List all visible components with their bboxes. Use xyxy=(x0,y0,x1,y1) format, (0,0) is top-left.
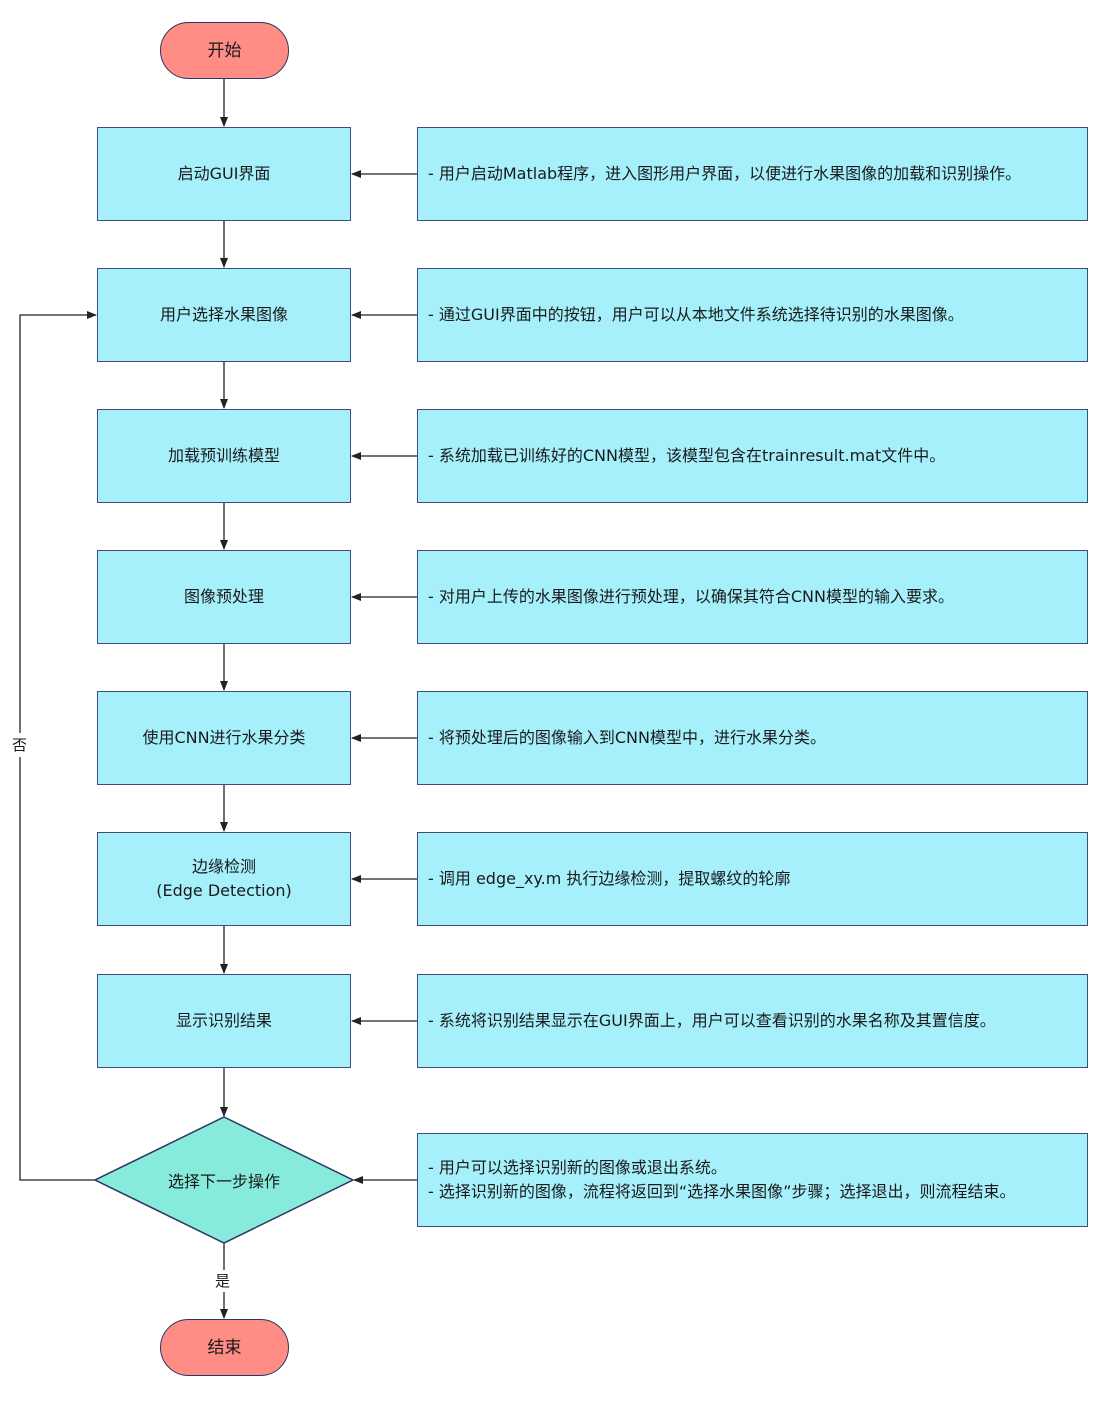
step-label: 图像预处理 xyxy=(183,587,264,606)
note-text: - 对用户上传的水果图像进行预处理，以确保其符合CNN模型的输入要求。 xyxy=(428,587,954,606)
step-label: 用户选择水果图像 xyxy=(159,305,288,324)
step-label: 加载预训练模型 xyxy=(167,446,280,465)
end-terminal: 结束 xyxy=(160,1319,289,1376)
step-edge-detection: 边缘检测 (Edge Detection) xyxy=(97,832,351,926)
note-text: - 调用 edge_xy.m 执行边缘检测，提取螺纹的轮廓 xyxy=(428,869,791,888)
no-branch-label: 否 xyxy=(12,736,28,754)
start-label: 开始 xyxy=(207,40,242,61)
step-cnn-classify: 使用CNN进行水果分类 xyxy=(97,691,351,785)
note-load-model: - 系统加载已训练好的CNN模型，该模型包含在trainresult.mat文件… xyxy=(417,409,1088,503)
step-label-line2: (Edge Detection) xyxy=(156,881,292,900)
note-line: - 用户可以选择识别新的图像或退出系统。 xyxy=(428,1158,727,1177)
note-text: - 用户启动Matlab程序，进入图形用户界面，以便进行水果图像的加载和识别操作… xyxy=(428,164,1022,183)
step-launch-gui: 启动GUI界面 xyxy=(97,127,351,221)
decision-diamond xyxy=(93,1116,355,1244)
note-text: - 将预处理后的图像输入到CNN模型中，进行水果分类。 xyxy=(428,728,826,747)
step-label: 边缘检测 xyxy=(191,857,256,876)
line-decision-no-loop-lower xyxy=(19,757,95,1181)
note-select-image: - 通过GUI界面中的按钮，用户可以从本地文件系统选择待识别的水果图像。 xyxy=(417,268,1088,362)
step-preprocess: 图像预处理 xyxy=(97,550,351,644)
arrow-decision-no-loop-to-step2 xyxy=(19,311,97,733)
step-select-image: 用户选择水果图像 xyxy=(97,268,351,362)
start-terminal: 开始 xyxy=(160,22,289,79)
note-cnn-classify: - 将预处理后的图像输入到CNN模型中，进行水果分类。 xyxy=(417,691,1088,785)
step-show-result: 显示识别结果 xyxy=(97,974,351,1068)
note-text: - 通过GUI界面中的按钮，用户可以从本地文件系统选择待识别的水果图像。 xyxy=(428,305,964,324)
note-line: - 选择识别新的图像，流程将返回到“选择水果图像”步骤；选择退出，则流程结束。 xyxy=(428,1182,1016,1201)
step-load-model: 加载预训练模型 xyxy=(97,409,351,503)
step-label: 显示识别结果 xyxy=(175,1011,272,1030)
note-show-result: - 系统将识别结果显示在GUI界面上，用户可以查看识别的水果名称及其置信度。 xyxy=(417,974,1088,1068)
yes-branch-label: 是 xyxy=(215,1272,231,1290)
step-label: 使用CNN进行水果分类 xyxy=(142,728,306,747)
note-text: - 系统将识别结果显示在GUI界面上，用户可以查看识别的水果名称及其置信度。 xyxy=(428,1011,996,1030)
note-decision: - 用户可以选择识别新的图像或退出系统。 - 选择识别新的图像，流程将返回到“选… xyxy=(417,1133,1088,1227)
note-edge-detection: - 调用 edge_xy.m 执行边缘检测，提取螺纹的轮廓 xyxy=(417,832,1088,926)
step-label: 启动GUI界面 xyxy=(177,164,271,183)
note-text: - 系统加载已训练好的CNN模型，该模型包含在trainresult.mat文件… xyxy=(428,446,946,465)
decision-label: 选择下一步操作 xyxy=(167,1172,280,1191)
note-launch-gui: - 用户启动Matlab程序，进入图形用户界面，以便进行水果图像的加载和识别操作… xyxy=(417,127,1088,221)
end-label: 结束 xyxy=(207,1337,242,1358)
note-preprocess: - 对用户上传的水果图像进行预处理，以确保其符合CNN模型的输入要求。 xyxy=(417,550,1088,644)
